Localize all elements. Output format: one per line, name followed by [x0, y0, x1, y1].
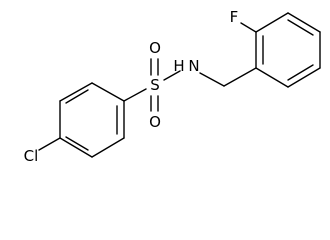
bond [255, 12, 289, 33]
bond-c-s [123, 88, 147, 102]
atom-chlorine: Cl [24, 147, 39, 165]
bond [59, 137, 93, 158]
atom-nitrogen: N [188, 57, 199, 75]
double-bond-inner [65, 136, 89, 151]
bond-s-n [163, 70, 181, 81]
double-bond-inner [287, 64, 314, 81]
bond [287, 12, 321, 33]
atom-oxygen-top: O [149, 39, 161, 57]
fluorophenyl-ring [255, 12, 321, 88]
double-bond-inner [65, 89, 89, 104]
chemical-structure: Cl S O O H N F [24, 8, 321, 165]
bond-c-f [240, 22, 257, 33]
atom-fluorine: F [230, 8, 239, 26]
bond [91, 82, 125, 102]
bond-n-ch2 [199, 72, 225, 87]
bond-ch2-ring [223, 67, 257, 87]
bond [91, 137, 125, 158]
bond-c-cl [38, 137, 61, 151]
chlorophenyl-ring [59, 82, 125, 158]
bond [255, 67, 289, 88]
atom-oxygen-bottom: O [149, 113, 161, 131]
atom-hydrogen: H [173, 57, 184, 75]
atom-sulfur: S [150, 76, 160, 94]
double-bond-inner [287, 19, 314, 36]
bond [287, 67, 321, 88]
bond [59, 82, 93, 102]
